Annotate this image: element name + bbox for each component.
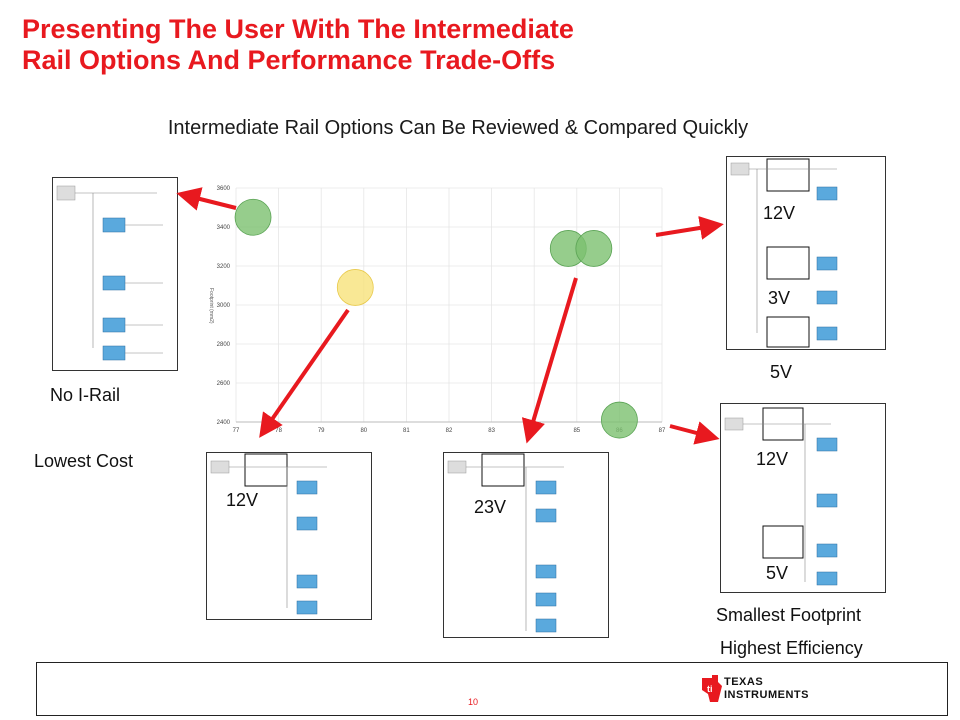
y-tick-labels: 2400 2600 2800 3000 3200 3400 3600 [217,186,231,426]
y-tick-label: 3200 [217,264,231,270]
schematic-lowest-cost-drawing [210,453,327,615]
chart-point[interactable] [234,198,272,236]
x-tick-label: 77 [233,428,240,434]
slide-footer [36,662,948,716]
x-tick-label: 87 [659,428,666,434]
logo-line-2: INSTRUMENTS [724,689,809,701]
texas-instruments-wordmark: TEXAS INSTRUMENTS [724,676,809,702]
x-tick-label: 79 [318,428,325,434]
chart-point[interactable] [575,230,613,267]
chart-point[interactable] [600,401,638,439]
logo-line-1: TEXAS [724,676,764,688]
schematic-smallest-footprint-drawing [724,407,838,586]
y-tick-label: 3400 [217,225,231,231]
voltage-12v-smallest-footprint: 12V [756,449,789,469]
label-lowest-cost: Lowest Cost [34,451,134,471]
x-tick-label: 81 [403,428,410,434]
schematic-lowest-cost [206,452,372,620]
slide-subtitle: Intermediate Rail Options Can Be Reviewe… [167,117,749,139]
schematic-no-irail [52,177,178,371]
y-tick-label: 3000 [217,303,231,309]
schematic-multi-rail [726,156,886,350]
arrow-to-23v [521,277,578,444]
chart-points [234,198,638,439]
label-smallest-footprint: Smallest Footprint [716,605,862,625]
y-tick-label: 2800 [217,342,231,348]
x-tick-label: 85 [573,428,580,434]
x-tick-label: 83 [488,428,495,434]
title-line-1: Presenting The User With The Intermediat… [22,14,574,44]
arrow-to-smallest-footprint [669,421,720,445]
voltage-12v-lowest-cost: 12V [226,490,259,510]
schematic-multi-rail-drawing [730,158,838,348]
voltage-3v: 3V [768,288,791,308]
title-line-2: Rail Options And Performance Trade-Offs [22,45,556,75]
page-number: 10 [468,697,479,707]
arrow-to-lowest-cost [259,308,350,438]
y-tick-label: 2600 [217,381,231,387]
label-highest-efficiency: Highest Efficiency [720,638,863,658]
schematic-no-irail-drawing [56,185,163,361]
texas-instruments-logo-icon: ti [702,675,722,702]
chart-point[interactable] [336,269,374,306]
schematic-smallest-footprint [720,403,886,593]
y-tick-label: 2400 [217,420,231,426]
voltage-12v-multi-rail: 12V [763,203,796,223]
svg-text:ti: ti [707,684,713,694]
voltage-5v-smallest-footprint: 5V [766,563,789,583]
y-tick-label: 3600 [217,186,231,192]
x-tick-label: 82 [446,428,453,434]
voltage-5v-multi-rail: 5V [770,362,793,382]
arrow-to-multi-rail [655,216,724,240]
schematic-23v [443,452,609,638]
slide-title: Presenting The User With The Intermediat… [22,14,922,76]
voltage-23v: 23V [474,497,507,517]
label-no-irail: No I-Rail [50,385,121,405]
arrow-to-no-irail [176,187,237,211]
x-tick-label: 80 [360,428,367,434]
schematic-23v-drawing [447,453,564,633]
y-axis-label: Footprint (mm2) [208,288,214,324]
